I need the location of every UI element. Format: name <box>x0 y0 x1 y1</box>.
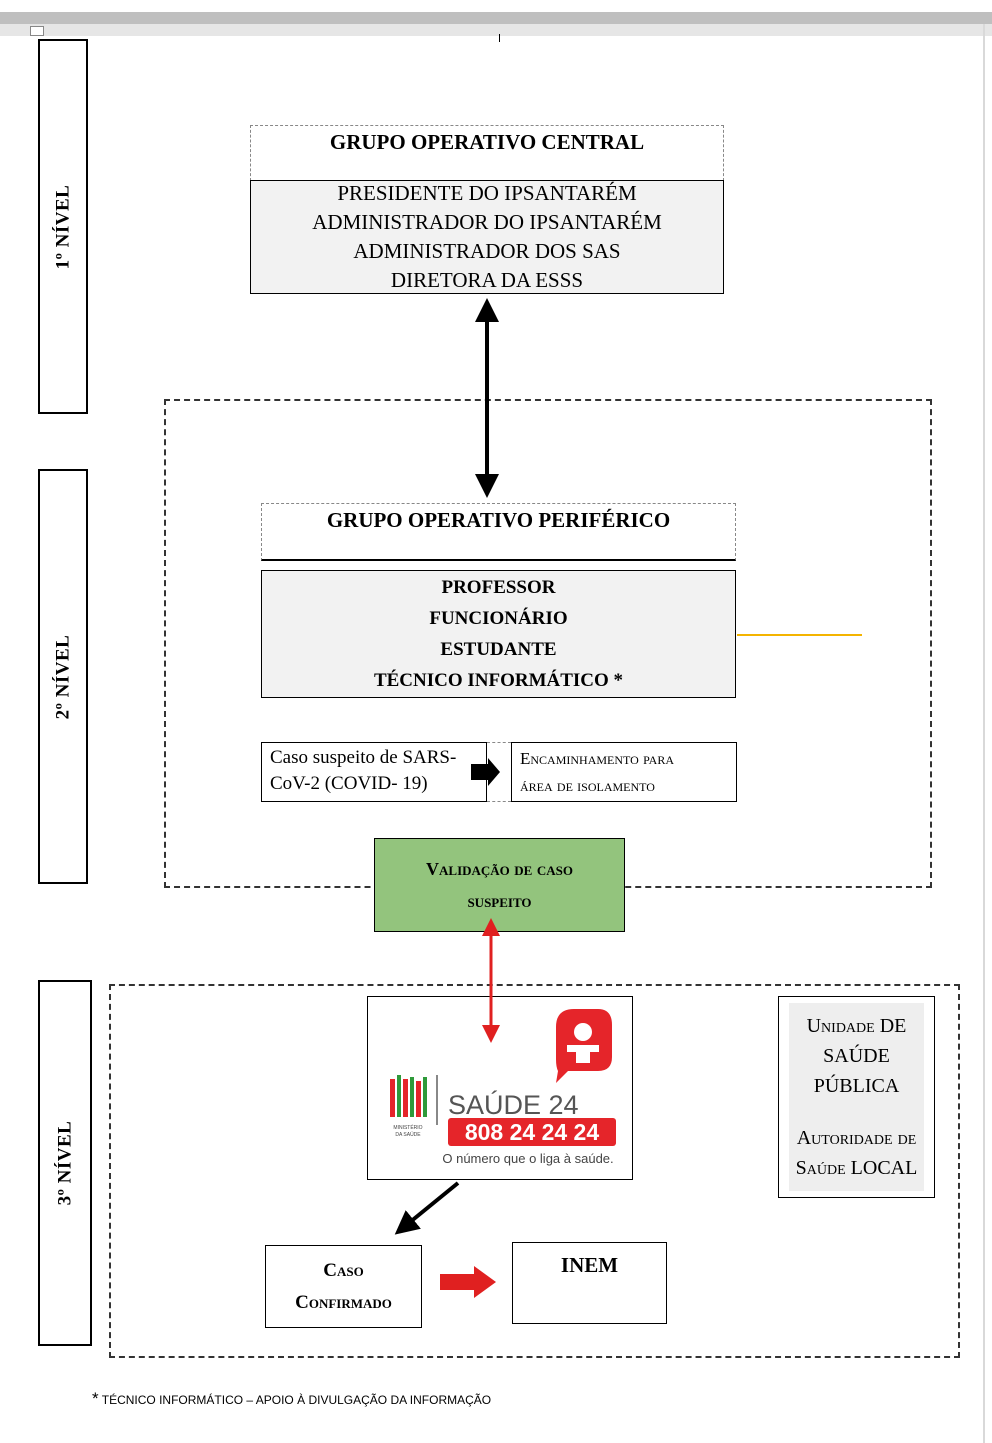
central-member: DIRETORA DA ESSS <box>390 268 584 292</box>
level-2-box: 2º NÍVEL <box>38 469 88 884</box>
peripheral-group-title-box: GRUPO OPERATIVO PERIFÉRICO <box>261 503 736 561</box>
public-health-line-4: Autoridade de <box>796 1127 917 1149</box>
footnote: * TÉCNICO INFORMÁTICO – APOIO À DIVULGAÇ… <box>92 1389 491 1409</box>
footnote-text: TÉCNICO INFORMÁTICO – APOIO À DIVULGAÇÃO… <box>101 1393 492 1407</box>
saude24-tagline: O número que o liga à saúde. <box>442 1151 613 1166</box>
ruler-bar <box>0 24 992 36</box>
toolbar-bar <box>0 12 992 24</box>
saude24-logo: MINISTÉRIO DA SAÚDE SAÚDE 24 808 24 24 2… <box>390 1009 616 1166</box>
central-group-title-box: GRUPO OPERATIVO CENTRAL <box>250 125 724 181</box>
confirmed-case-box: Caso Confirmado <box>265 1245 422 1328</box>
validation-box: Validação de caso suspeito <box>374 838 625 932</box>
saude24-to-confirmed-arrow <box>394 1181 460 1235</box>
public-health-line-1: Unidade DE <box>806 1015 907 1037</box>
public-health-box: Unidade DE SAÚDE PÚBLICA Autoridade de S… <box>778 996 935 1198</box>
central-group-title: GRUPO OPERATIVO CENTRAL <box>329 130 645 154</box>
validation-line-1: Validação de caso <box>426 859 573 879</box>
level-3-box: 3º NÍVEL <box>38 980 92 1346</box>
central-group-members: PRESIDENTE DO IPSANTARÉM ADMINISTRADOR D… <box>250 180 724 294</box>
referral-box: Encaminhamento para área de isolamento <box>511 742 737 802</box>
peripheral-group-members: PROFESSOR FUNCIONÁRIO ESTUDANTE TÉCNICO … <box>261 570 736 698</box>
figure-head-icon <box>574 1023 592 1041</box>
suspect-to-referral-arrow <box>471 758 500 786</box>
saude24-logo-box: MINISTÉRIO DA SAÚDE SAÚDE 24 808 24 24 2… <box>367 996 633 1180</box>
public-health-line-3: PÚBLICA <box>813 1075 900 1097</box>
central-member: PRESIDENTE DO IPSANTARÉM <box>337 181 637 205</box>
peripheral-member: PROFESSOR <box>441 577 556 598</box>
referral-line-1: Encaminhamento para <box>520 749 674 768</box>
peripheral-member: FUNCIONÁRIO <box>429 608 568 629</box>
page-center-tick <box>499 34 500 42</box>
central-member: ADMINISTRADOR DO IPSANTARÉM <box>312 210 662 234</box>
inem-box: INEM <box>512 1242 667 1324</box>
suspect-case-line-2: CoV-2 (COVID- 19) <box>270 773 428 794</box>
confirmed-to-inem-arrow <box>440 1266 496 1298</box>
saude24-phone: 808 24 24 24 <box>465 1119 600 1145</box>
figure-body-icon <box>567 1045 599 1063</box>
level-3-dashed-container <box>109 984 960 1358</box>
peripheral-member: ESTUDANTE <box>440 639 557 660</box>
page-corner-marker <box>30 26 44 36</box>
suspect-connector <box>487 742 511 802</box>
public-health-content: Unidade DE SAÚDE PÚBLICA Autoridade de S… <box>789 1003 924 1191</box>
ministry-label-1: MINISTÉRIO <box>393 1124 422 1131</box>
referral-line-2: área de isolamento <box>520 776 655 795</box>
public-health-line-5: Saúde LOCAL <box>795 1157 918 1179</box>
suspect-case-line-1: Caso suspeito de SARS- <box>270 747 457 768</box>
ministry-emblem-icon <box>390 1075 427 1117</box>
orange-connector-line <box>737 634 862 636</box>
ministry-label-2: DA SAÚDE <box>395 1131 421 1138</box>
peripheral-group-title: GRUPO OPERATIVO PERIFÉRICO <box>326 508 671 532</box>
validation-line-2: suspeito <box>467 891 532 911</box>
confirmed-line-1: Caso <box>323 1259 364 1281</box>
saude24-brand: SAÚDE 24 <box>448 1089 579 1120</box>
inem-label: INEM <box>560 1253 619 1277</box>
phone-bar <box>448 1118 616 1146</box>
suspect-case-box: Caso suspeito de SARS- CoV-2 (COVID- 19) <box>261 742 487 802</box>
public-health-line-2: SAÚDE <box>823 1045 890 1067</box>
confirmed-line-2: Confirmado <box>295 1291 392 1313</box>
logo-divider <box>436 1075 438 1125</box>
level-1-box: 1º NÍVEL <box>38 39 88 414</box>
page-right-edge <box>983 24 985 1443</box>
peripheral-member: TÉCNICO INFORMÁTICO * <box>373 670 624 691</box>
central-member: ADMINISTRADOR DOS SAS <box>353 239 621 263</box>
footnote-star: * <box>92 1389 99 1408</box>
